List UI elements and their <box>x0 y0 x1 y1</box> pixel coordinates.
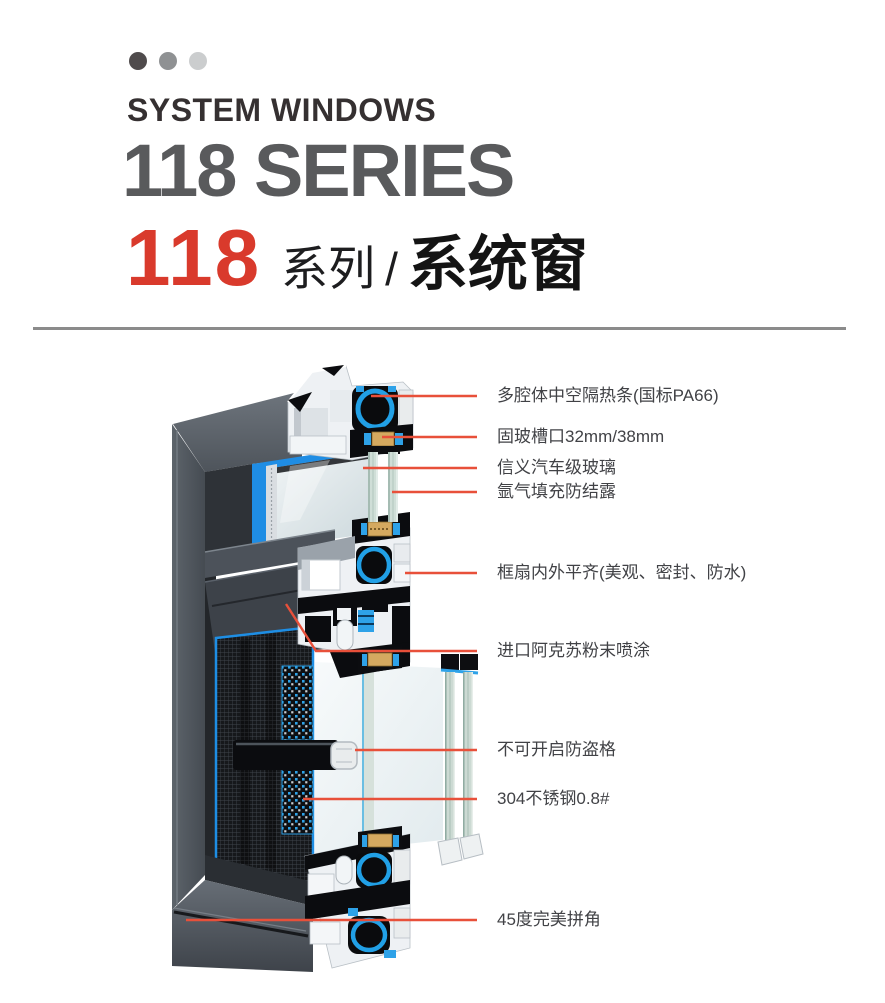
series-title-en: 118 SERIES <box>122 129 515 212</box>
product-word: 系统窗 <box>407 231 588 298</box>
mitre-joint-groove <box>173 910 309 938</box>
bar-end-cap <box>330 741 358 770</box>
top-glass-edge <box>366 446 400 522</box>
bottom-profile-cluster <box>304 826 484 969</box>
brand-dots <box>129 52 207 70</box>
leader-lines <box>186 394 477 922</box>
sash-glass-face <box>315 662 443 854</box>
dot-icon <box>159 52 177 70</box>
insulated-glass-edge <box>445 672 473 840</box>
separator-slash: / <box>385 243 398 295</box>
dot-icon <box>189 52 207 70</box>
kicker-title: SYSTEM WINDOWS <box>127 92 437 128</box>
annotation-label: 信义汽车级玻璃 <box>497 458 616 477</box>
sash-glazing-channel <box>358 646 479 675</box>
series-word: 系列 <box>281 242 376 295</box>
security-grid-bar <box>233 740 358 770</box>
annotation-label: 固玻槽口32mm/38mm <box>497 427 665 446</box>
stainless-steel-mesh-upper <box>281 665 314 741</box>
leader-line <box>284 603 477 653</box>
series-number: 118 <box>126 213 262 302</box>
annotation-label: 框扇内外平齐(美观、密封、防水) <box>497 563 747 582</box>
series-title-cn: 118 系列 / 系统窗 <box>126 218 588 298</box>
annotation-label: 进口阿克苏粉末喷涂 <box>497 641 650 660</box>
annotation-label: 多腔体中空隔热条(国标PA66) <box>497 386 719 405</box>
stainless-steel-mesh-lower <box>281 757 314 835</box>
divider-rule <box>33 327 846 330</box>
annotation-label: 不可开启防盗格 <box>497 740 616 759</box>
annotation-label: 氩气填充防结露 <box>497 482 616 501</box>
annotation-label: 45度完美拼角 <box>497 910 601 929</box>
dot-icon <box>129 52 147 70</box>
top-profile-cluster <box>287 365 414 461</box>
annotation-label: 304不锈钢0.8# <box>497 789 610 808</box>
glazing-setting-block <box>371 431 395 447</box>
